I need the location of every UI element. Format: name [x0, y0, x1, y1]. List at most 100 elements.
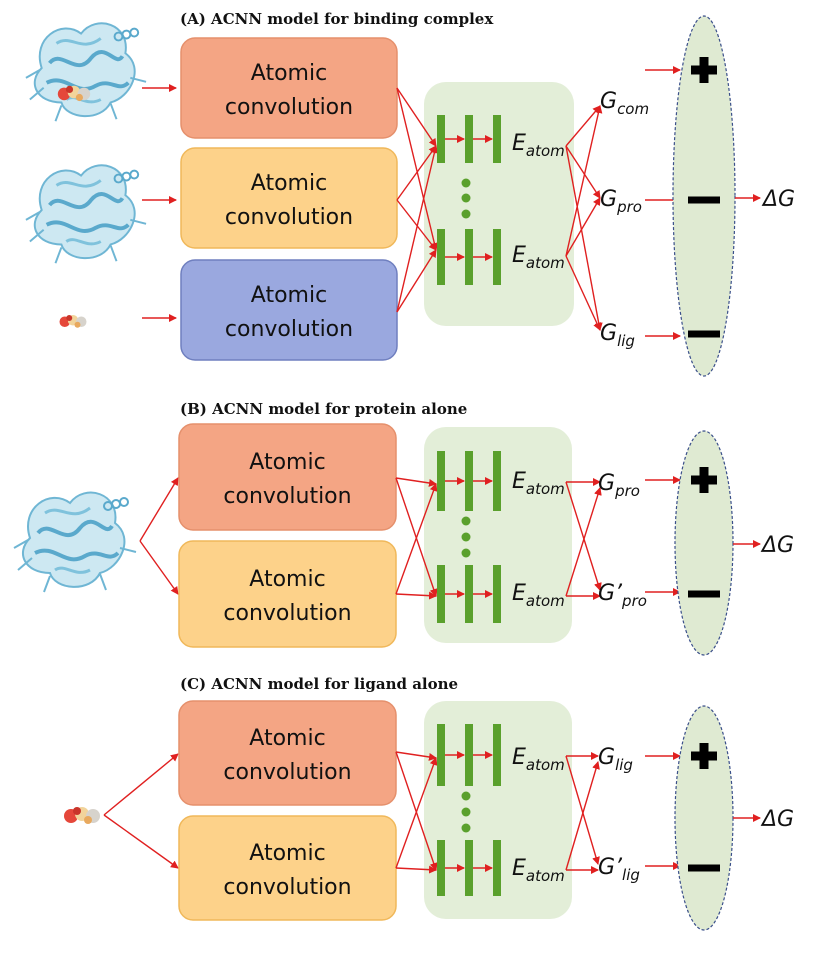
network-to-output-arrow	[565, 755, 600, 865]
network-to-output-arrow	[565, 481, 602, 591]
output-label-main: G	[598, 745, 615, 770]
energy-label-main: E	[512, 469, 526, 494]
plus-vertical	[699, 467, 709, 493]
nn-layer-bar	[493, 724, 501, 786]
conv-box-label-line2: convolution	[223, 601, 351, 626]
energy-label-main: E	[512, 581, 526, 606]
conv-box-complex: Atomic convolution	[180, 37, 398, 139]
energy-label-sub: atom	[526, 867, 565, 885]
output-label: Gcom	[600, 89, 649, 118]
nn-row-top	[437, 115, 501, 163]
energy-label-sub: atom	[526, 254, 565, 272]
conv-to-network-arrow	[395, 865, 437, 874]
energy-label-sub: atom	[526, 592, 565, 610]
output-label-main: G	[598, 471, 615, 496]
delta-g-label: ΔG	[761, 187, 795, 212]
network-to-output-arrow	[565, 145, 601, 199]
nn-layer-bar	[493, 451, 501, 511]
nn-row-bottom	[437, 565, 501, 623]
output-label-sub: lig	[617, 332, 635, 350]
output-label-sub: pro	[621, 592, 647, 610]
protein-icon	[23, 163, 149, 266]
conv-box-label-line1: Atomic	[251, 61, 327, 86]
network-panel	[424, 82, 574, 326]
ellipsis-dot	[461, 823, 471, 833]
conv-box-shape	[178, 423, 397, 531]
network-to-output-arrow	[565, 255, 601, 331]
network-to-output-arrow	[565, 145, 603, 331]
conv-box-shape	[178, 540, 397, 648]
nn-row-top	[437, 724, 501, 786]
conv-box-label-line1: Atomic	[249, 841, 325, 866]
conv-box-label-line2: convolution	[225, 317, 353, 342]
conv-box-top: Atomic convolution	[178, 423, 397, 531]
energy-label-sub: atom	[526, 142, 565, 160]
output-label-sub: lig	[622, 866, 640, 884]
ellipsis-dot	[461, 548, 471, 558]
ellipsis-dot	[461, 532, 471, 542]
output-label-main: G	[600, 187, 617, 212]
energy-label: Eatom	[512, 131, 565, 160]
conv-to-network-arrow	[395, 757, 438, 869]
conv-to-network-arrow	[396, 87, 437, 147]
energy-label: Eatom	[512, 469, 565, 498]
conv-to-network-arrow	[395, 483, 438, 595]
conv-box-shape	[178, 700, 397, 806]
conv-box-shape	[180, 147, 398, 249]
sum-ellipse	[674, 430, 734, 656]
network-to-output-arrow	[565, 487, 602, 597]
output-label: Gpro	[600, 187, 642, 216]
plus-vertical	[699, 743, 709, 769]
ligand-icon	[64, 807, 100, 824]
energy-label-main: E	[512, 745, 526, 770]
output-label: Gpro	[598, 471, 640, 500]
energy-label: Eatom	[512, 243, 565, 272]
minus-sign-icon	[688, 196, 720, 204]
nn-layer-bar	[465, 115, 473, 163]
minus-sign-icon	[688, 864, 720, 872]
conv-box-label-line2: convolution	[223, 760, 351, 785]
input-split-arrow-top	[103, 753, 179, 816]
output-label: G’pro	[598, 581, 647, 610]
conv-box-label-line2: convolution	[223, 875, 351, 900]
output-label-sub: lig	[615, 756, 633, 774]
conv-box-shape	[180, 37, 398, 139]
plus-vertical	[699, 57, 709, 83]
ellipsis-dot	[461, 807, 471, 817]
conv-to-network-arrow	[396, 87, 439, 251]
sum-ellipse	[672, 15, 736, 377]
conv-to-network-arrow	[395, 477, 437, 487]
ellipsis-dot	[461, 193, 471, 203]
panel-c: (C) ACNN model for ligand aloneAtomiccon…	[64, 675, 794, 931]
delta-g-label: ΔG	[760, 533, 794, 558]
nn-layer-bar	[465, 229, 473, 285]
conv-to-network-arrow	[396, 145, 439, 313]
nn-layer-bar	[465, 840, 473, 896]
conv-box-label-line1: Atomic	[249, 450, 325, 475]
output-label-main: G	[600, 321, 617, 346]
panel-b-title: (B) ACNN model for protein alone	[180, 400, 467, 418]
conv-box-label-line2: convolution	[225, 95, 353, 120]
conv-box-label-line1: Atomic	[249, 726, 325, 751]
output-label: Glig	[598, 745, 633, 774]
network-to-output-arrow	[565, 197, 601, 257]
delta-g-label: ΔG	[760, 807, 794, 832]
plus-sign-icon	[691, 57, 717, 83]
nn-layer-bar	[437, 229, 445, 285]
conv-box-label-line2: convolution	[223, 484, 351, 509]
network-to-output-arrow	[565, 105, 603, 257]
plus-sign-icon	[691, 743, 717, 769]
nn-layer-bar	[493, 565, 501, 623]
output-label: Glig	[600, 321, 635, 350]
conv-to-network-arrow	[395, 751, 437, 761]
conv-box-label-line2: convolution	[225, 205, 353, 230]
output-label-sub: com	[617, 100, 649, 118]
output-label-main: G	[600, 89, 617, 114]
ligand-icon	[59, 315, 87, 328]
conv-box-top: Atomic convolution	[178, 700, 397, 806]
input-split-arrow-top	[139, 477, 179, 542]
